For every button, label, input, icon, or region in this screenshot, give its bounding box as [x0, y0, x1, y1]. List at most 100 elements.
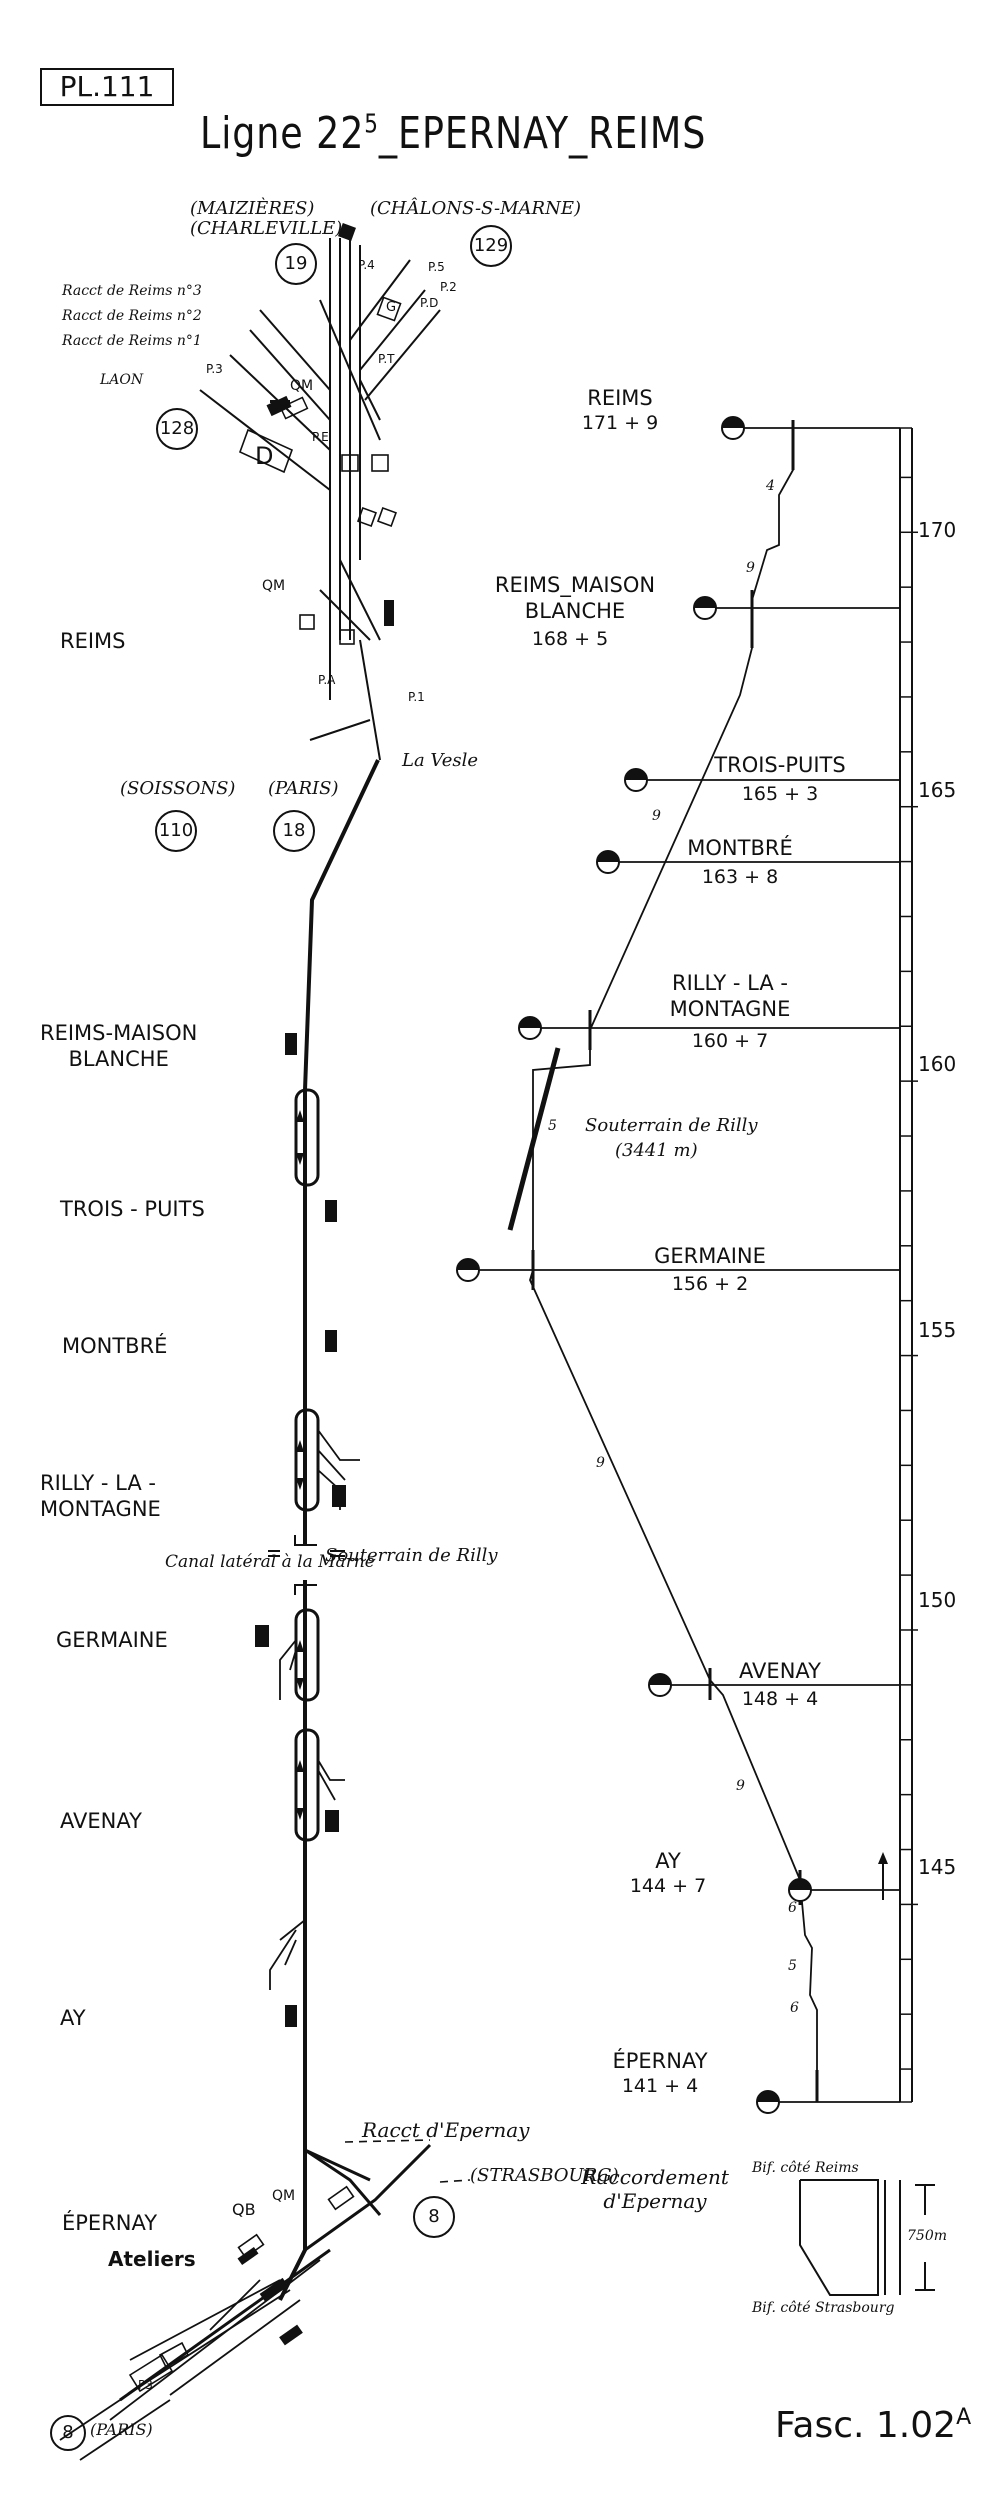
- label-paris: (PARIS): [268, 778, 339, 799]
- station-block: [285, 1033, 297, 1055]
- profile-pk-reims-maison-blanche: 168 + 5: [531, 628, 609, 650]
- line-number-128: 128: [156, 408, 198, 450]
- label-souterrain-rilly: Souterrain de Rilly: [325, 1545, 498, 1566]
- profile-pk-reims: 171 + 9: [581, 412, 659, 434]
- station-ay: AY: [60, 2006, 86, 2030]
- label-la-vesle: La Vesle: [402, 750, 479, 771]
- km-label-160: 160: [918, 1052, 957, 1076]
- label-qm-top: QM: [290, 378, 314, 394]
- label-pd: P.D: [420, 296, 439, 310]
- raccordement-title: Raccordement d'Epernay: [581, 2165, 729, 2213]
- raccordement-length: 750m: [907, 2228, 947, 2244]
- station-reims-maison-blanche: REIMS-MAISON BLANCHE: [40, 1021, 198, 1071]
- label-pa: P.A: [318, 673, 336, 687]
- label-ateliers: Ateliers: [108, 2247, 196, 2271]
- profile-pk-germaine: 156 + 2: [671, 1273, 749, 1295]
- title-rest: _EPERNAY_REIMS: [378, 108, 707, 159]
- title-sup: 5: [364, 109, 379, 140]
- label-raccordement-3: Racct de Reims n°3: [62, 283, 202, 299]
- label-chalons: (CHÂLONS-S-MARNE): [370, 198, 581, 219]
- label-raccordement-1: Racct de Reims n°1: [62, 333, 202, 349]
- profile-name-montbre: MONTBRÉ: [687, 836, 793, 860]
- gradient-4: 4: [766, 478, 775, 494]
- profile-name-ay: AY: [655, 1849, 681, 1873]
- km-label-155: 155: [918, 1318, 957, 1342]
- label-d: D: [255, 442, 274, 470]
- label-p2: P.2: [440, 280, 457, 294]
- gradient-9a: 9: [746, 560, 755, 576]
- line-number-8: 8: [413, 2196, 455, 2238]
- gradient-6b: 6: [790, 2000, 799, 2016]
- label-p3: P.3: [206, 362, 223, 376]
- fascicule-main: Fasc. 1.02: [775, 2405, 957, 2446]
- profile-name-rilly-la-montagne: RILLY - LA - MONTAGNE: [669, 971, 791, 1021]
- profile-souterrain-length: (3441 m): [615, 1140, 698, 1161]
- label-laon: LAON: [100, 372, 144, 388]
- gradient-5b: 5: [788, 1958, 797, 1974]
- raccordement-bottom: Bif. côté Strasbourg: [752, 2300, 895, 2316]
- label-qb: QB: [232, 2200, 256, 2219]
- label-strasbourg: (STRASBOURG): [470, 2165, 619, 2186]
- profile-pk-avenay: 148 + 4: [741, 1688, 819, 1710]
- station-rilly-la-montagne: RILLY - LA - MONTAGNE: [40, 1471, 161, 1521]
- label-raccordement-2: Racct de Reims n°2: [62, 308, 202, 324]
- km-label-170: 170: [918, 518, 957, 542]
- station-montbre: MONTBRÉ: [62, 1334, 168, 1358]
- label-pt: P.T: [378, 352, 395, 366]
- fascicule-label: Fasc. 1.02A: [775, 2405, 971, 2446]
- label-charleville: (CHARLEVILLE): [190, 218, 343, 239]
- profile-pk-rilly-la-montagne: 160 + 7: [691, 1030, 769, 1052]
- profile-souterrain: Souterrain de Rilly: [585, 1115, 758, 1136]
- profile-pk-montbre: 163 + 8: [701, 866, 779, 888]
- gradient-9b: 9: [652, 808, 661, 824]
- profile-name-trois-puits: TROIS-PUITS: [714, 753, 846, 777]
- profile-name-avenay: AVENAY: [739, 1659, 821, 1683]
- station-circle-fill: [625, 769, 647, 780]
- km-label-145: 145: [918, 1855, 957, 1879]
- profile-pk-trois-puits: 165 + 3: [741, 783, 819, 805]
- label-maizieres: (MAIZIÈRES): [190, 198, 315, 219]
- station-circle-fill: [789, 1879, 811, 1890]
- label-raccordement-epernay: Racct d'Epernay: [362, 2118, 530, 2142]
- line-number-129: 129: [470, 225, 512, 267]
- station-avenay: AVENAY: [60, 1809, 142, 1833]
- gradient-6a: 6: [788, 1900, 797, 1916]
- km-label-165: 165: [918, 778, 957, 802]
- profile-name-epernay: ÉPERNAY: [612, 2049, 708, 2073]
- plate-number: PL.111: [40, 68, 174, 106]
- station-circle-fill: [519, 1017, 541, 1028]
- label-canal: Canal latéral à la Marne: [165, 1552, 375, 1572]
- km-label-150: 150: [918, 1588, 957, 1612]
- gradient-9d: 9: [736, 1778, 745, 1794]
- station-circle-fill: [757, 2091, 779, 2102]
- profile-name-reims: REIMS: [587, 386, 653, 410]
- line-number-8-bottom: 8: [50, 2415, 86, 2451]
- profile-name-germaine: GERMAINE: [654, 1244, 766, 1268]
- label-qm-2: QM: [262, 578, 286, 594]
- station-circle-fill: [457, 1259, 479, 1270]
- profile-pk-ay: 144 + 7: [629, 1875, 707, 1897]
- station-circle-fill: [722, 417, 744, 428]
- label-p3-bottom: P3: [138, 2378, 153, 2392]
- label-qm-epernay: QM: [272, 2188, 296, 2204]
- profile-pk-epernay: 141 + 4: [621, 2075, 699, 2097]
- line-number-18: 18: [273, 810, 315, 852]
- tunnel-bar: [507, 1047, 561, 1231]
- label-soissons: (SOISSONS): [120, 778, 236, 799]
- gradient-5: 5: [548, 1118, 557, 1134]
- label-p5: P.5: [428, 260, 445, 274]
- profile-name-reims-maison-blanche: REIMS_MAISON BLANCHE: [494, 573, 656, 623]
- label-p1: P.1: [408, 690, 425, 704]
- station-epernay: ÉPERNAY: [62, 2211, 158, 2235]
- label-pe: P.E: [312, 430, 329, 444]
- label-paris-bottom: (PARIS): [90, 2420, 153, 2439]
- fascicule-sup: A: [956, 2405, 972, 2430]
- line-number-110: 110: [155, 810, 197, 852]
- station-reims: REIMS: [60, 629, 126, 653]
- station-trois-puits: TROIS - PUITS: [60, 1197, 205, 1221]
- station-circle-fill: [694, 597, 716, 608]
- title-main: Ligne 22: [200, 108, 365, 159]
- gradient-9c: 9: [596, 1455, 605, 1471]
- station-circle-fill: [597, 851, 619, 862]
